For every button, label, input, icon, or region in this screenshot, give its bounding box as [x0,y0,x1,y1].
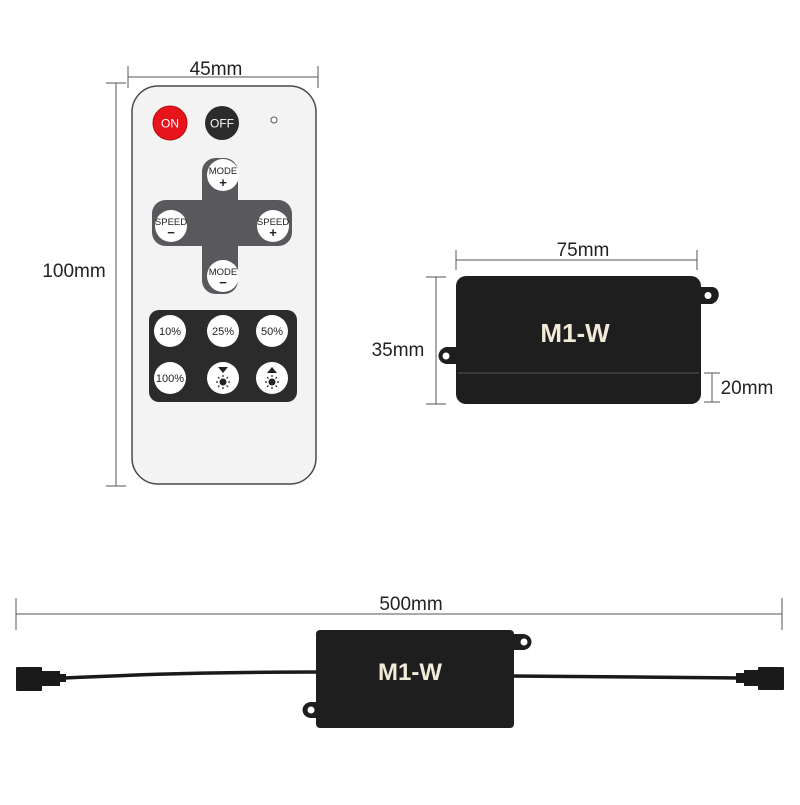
brightness-up-icon [265,367,279,389]
plus-icon: + [219,175,227,190]
remote-height-dimension [106,82,126,487]
speed-plus-button[interactable]: SPEED + [257,210,289,242]
preset-50-button[interactable]: 50% [256,315,288,347]
box-width-label: 35mm [372,340,425,361]
remote-width-label: 45mm [190,59,243,80]
plus-icon: + [269,225,277,240]
box-length-dimension [455,250,698,270]
remote-height-label: 100mm [42,261,105,282]
dpad [152,158,292,294]
preset-100-label: 100% [156,373,184,385]
brightness-down-icon [216,367,230,389]
cable-length-dimension [15,598,783,630]
minus-icon: − [167,225,175,240]
mode-plus-button[interactable]: MODE + [207,159,239,191]
mode-minus-label: MODE [209,267,238,278]
brightness-up-button[interactable] [256,362,288,394]
remote-width-dimension [127,66,319,88]
minus-icon: − [219,275,227,290]
preset-100-button[interactable]: 100% [154,362,186,394]
box-height-dimension [704,372,720,403]
box-length-label: 75mm [557,240,610,261]
left-connector [16,667,66,691]
on-button-label: ON [161,117,179,131]
mode-minus-button[interactable]: MODE − [207,260,239,292]
box-height-label: 20mm [721,378,774,399]
cable-controller-model-label: M1-W [378,659,442,686]
mode-plus-label: MODE [209,166,238,177]
on-button[interactable]: ON [152,105,188,141]
cable-length-label: 500mm [379,594,442,615]
off-button-label: OFF [210,117,234,131]
indicator-led [270,116,278,124]
speed-plus-label: SPEED [257,217,289,228]
preset-25-button[interactable]: 25% [207,315,239,347]
off-button[interactable]: OFF [205,106,239,140]
right-connector [736,667,784,690]
speed-minus-button[interactable]: SPEED − [155,210,187,242]
brightness-down-button[interactable] [207,362,239,394]
preset-10-label: 10% [159,326,181,338]
controller-model-label: M1-W [540,318,610,348]
speed-minus-label: SPEED [155,217,187,228]
controller-box-top: M1-W [438,276,719,404]
preset-10-button[interactable]: 10% [154,315,186,347]
controller-with-cables: M1-W [16,630,784,728]
preset-50-label: 50% [261,326,283,338]
preset-25-label: 25% [212,326,234,338]
box-width-dimension [426,276,446,405]
